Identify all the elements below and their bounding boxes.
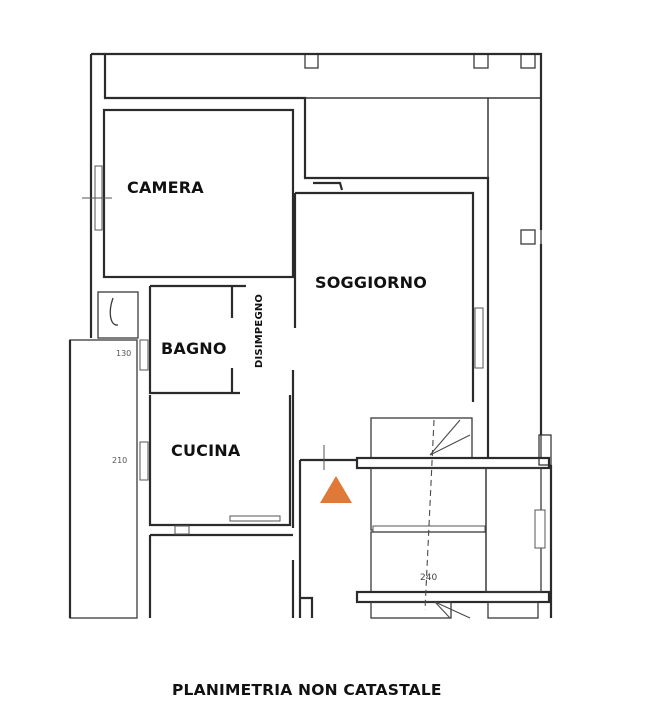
camera-room xyxy=(82,108,295,279)
dimension-note-210: 210 xyxy=(112,456,127,465)
triangle-marker-icon xyxy=(320,476,352,503)
room-label-cucina: CUCINA xyxy=(171,441,241,460)
dimension-note-130: 130 xyxy=(116,349,131,358)
west-terrace xyxy=(69,291,139,619)
dimension-note-240: 240 xyxy=(420,573,437,583)
outer-walls xyxy=(68,52,553,618)
room-label-bagno: BAGNO xyxy=(161,339,227,358)
stair-well: 240 xyxy=(355,417,551,619)
entrance-corridor xyxy=(298,445,357,618)
room-label-soggiorno: SOGGIORNO xyxy=(315,273,428,292)
soggiorno-room xyxy=(293,181,484,402)
cucina-room xyxy=(139,395,293,618)
room-label-camera: CAMERA xyxy=(127,178,204,197)
room-label-disimpegno: DISIMPEGNO xyxy=(254,293,265,368)
north-terrace xyxy=(104,53,542,99)
terrace-center xyxy=(304,97,489,179)
bagno-room xyxy=(139,284,246,395)
plan-caption: PLANIMETRIA NON CATASTALE xyxy=(172,681,442,699)
